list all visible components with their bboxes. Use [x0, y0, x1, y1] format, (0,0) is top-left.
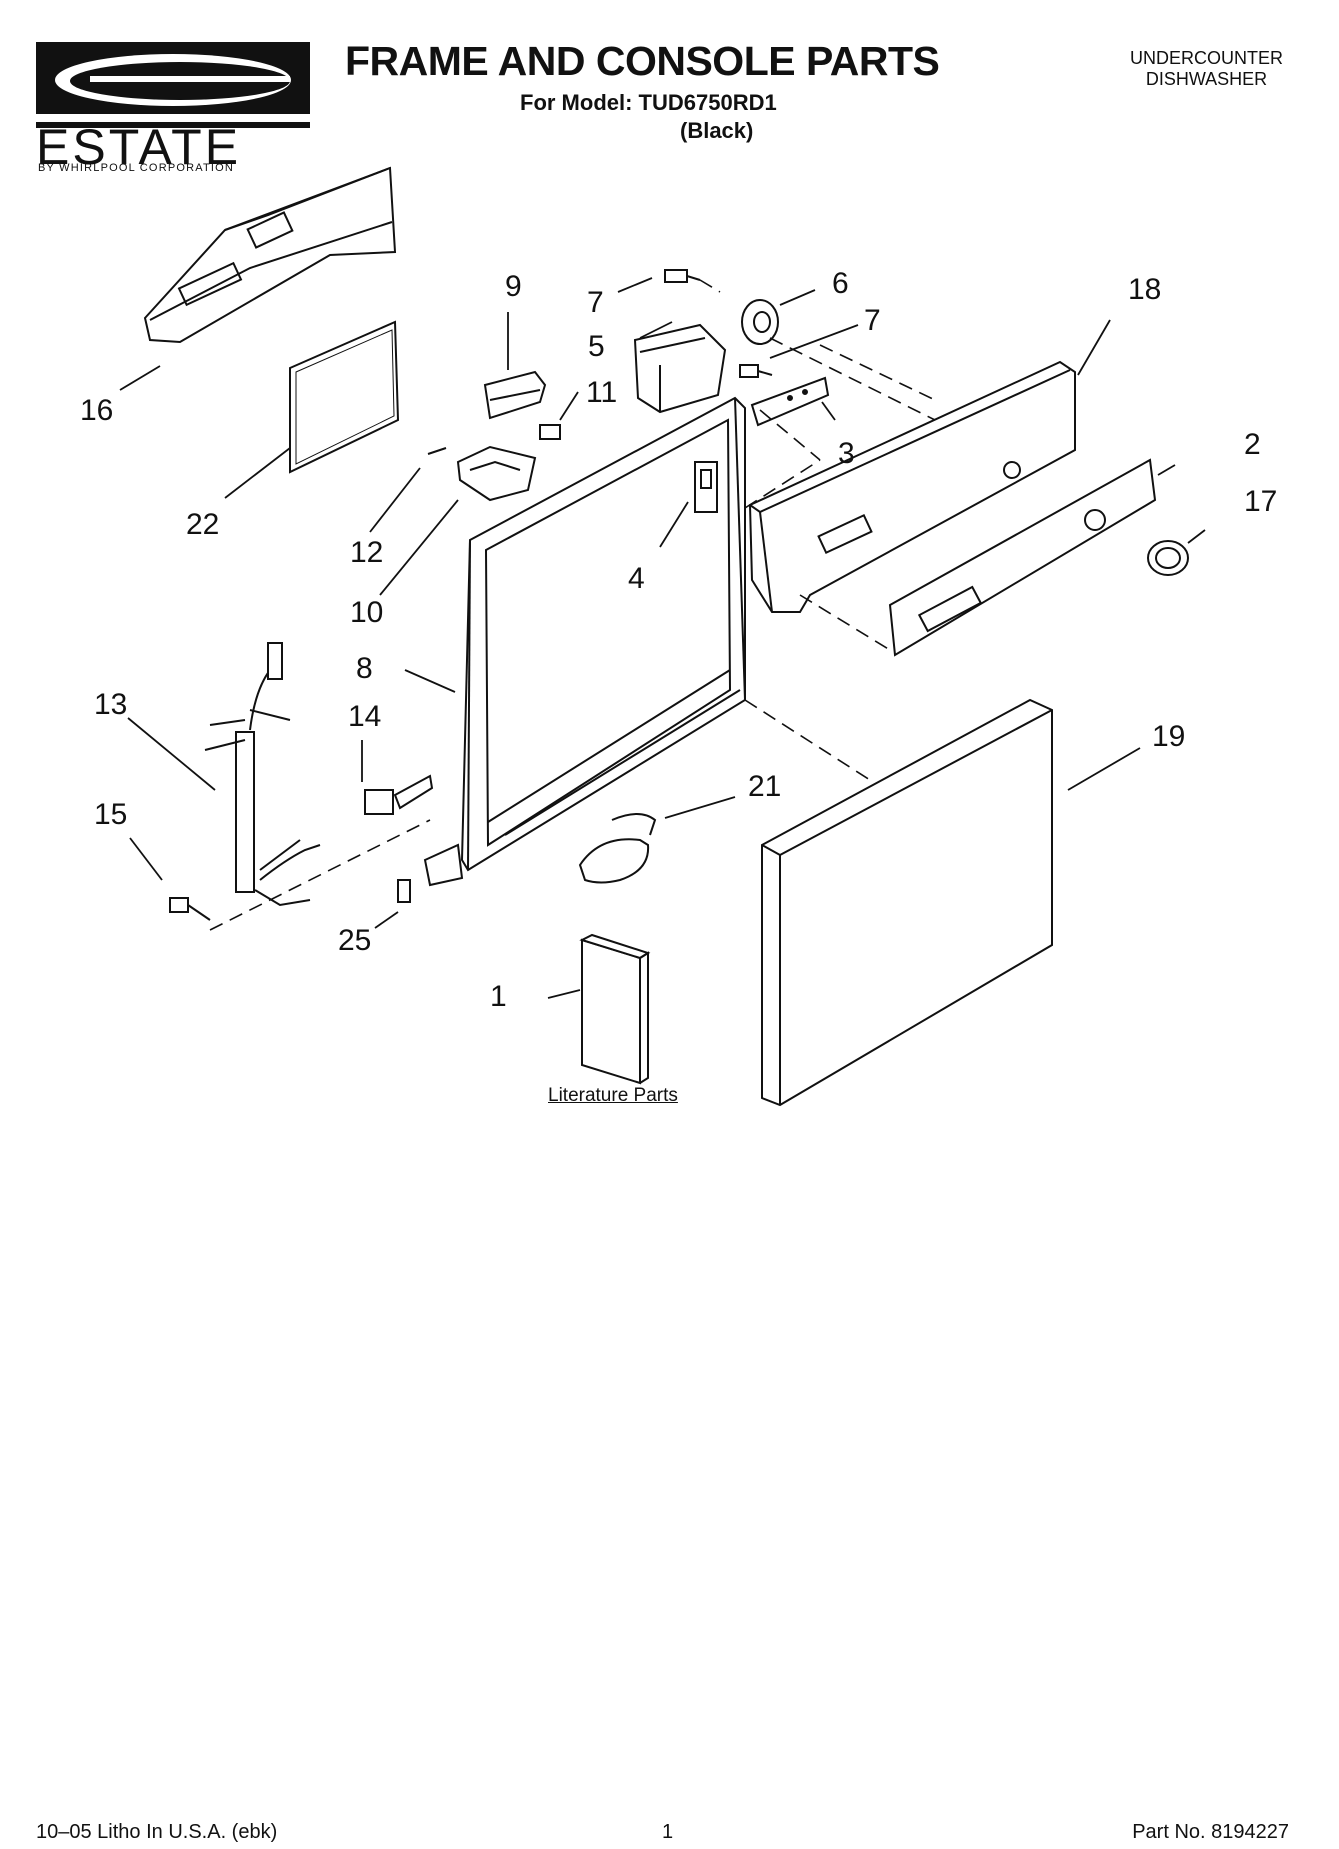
part-10-bracket: [456, 445, 537, 502]
callout-25: 25: [338, 924, 372, 957]
part-2-overlay: [888, 458, 1157, 657]
part-25-clip: [397, 879, 411, 903]
part-15-screw: [169, 897, 211, 921]
part-17-knob: [1147, 540, 1189, 576]
part-4-latch: [694, 461, 718, 513]
callout-18: 18: [1128, 273, 1162, 306]
part-7-screw-right: [739, 364, 773, 378]
brand-wordmark: ESTATE: [36, 119, 242, 175]
part-12-pin: [427, 447, 447, 455]
model-number: For Model: TUD6750RD1: [520, 90, 777, 115]
callout-22: 22: [186, 508, 220, 541]
part-number: Part No. 8194227: [1132, 1821, 1289, 1843]
callout-19: 19: [1152, 720, 1186, 753]
callout-14: 14: [348, 700, 382, 733]
product-type: UNDERCOUNTER DISHWASHER: [1130, 48, 1283, 90]
callout-2: 2: [1244, 428, 1261, 461]
callout-9: 9: [505, 270, 522, 303]
callout-5: 5: [588, 330, 605, 363]
callout-13: 13: [94, 688, 128, 721]
callout-1: 1: [490, 980, 507, 1013]
part-18-console: [748, 360, 1076, 613]
part-1-literature: [579, 933, 651, 1085]
part-5-timer: [633, 323, 727, 414]
part-19-door-panel: [761, 698, 1053, 1107]
callout-16: 16: [80, 394, 114, 427]
part-11-clip: [539, 424, 561, 440]
part-16-console-housing: [143, 166, 397, 344]
callout-7-top: 7: [587, 286, 604, 319]
part-3-bracket: [750, 376, 830, 427]
print-info: 10–05 Litho In U.S.A. (ebk): [36, 1821, 278, 1843]
callout-8: 8: [356, 652, 373, 685]
callout-7-right: 7: [864, 304, 881, 337]
part-22-panel: [289, 320, 400, 474]
callout-leaders: [119, 277, 1206, 999]
callout-4: 4: [628, 562, 645, 595]
literature-parts-label: Literature Parts: [548, 1085, 678, 1106]
callout-10: 10: [350, 596, 384, 629]
brand-subtitle: BY WHIRLPOOL CORPORATION: [38, 162, 235, 174]
part-7-screw-top: [664, 269, 701, 283]
callout-15: 15: [94, 798, 128, 831]
part-13-wire-harness: [204, 642, 321, 907]
callout-17: 17: [1244, 485, 1278, 518]
callout-21: 21: [748, 770, 782, 803]
page-number: 1: [662, 1821, 674, 1843]
model-color: (Black): [680, 118, 754, 143]
product-line-2: DISHWASHER: [1145, 69, 1268, 89]
estate-logo-mark: [36, 42, 310, 128]
product-line-1: UNDERCOUNTER: [1130, 48, 1283, 68]
callout-3: 3: [838, 437, 855, 470]
callout-11: 11: [586, 376, 618, 409]
part-14-switch: [364, 774, 434, 815]
part-9-switch: [483, 370, 547, 420]
callout-12: 12: [350, 536, 384, 569]
assembly-lines: [209, 279, 936, 931]
part-8-door-frame: [423, 396, 746, 887]
page-title: FRAME AND CONSOLE PARTS: [345, 38, 940, 84]
part-6-knob-disc: [741, 299, 779, 345]
part-21-handle: [578, 813, 657, 884]
callout-6: 6: [832, 267, 849, 300]
